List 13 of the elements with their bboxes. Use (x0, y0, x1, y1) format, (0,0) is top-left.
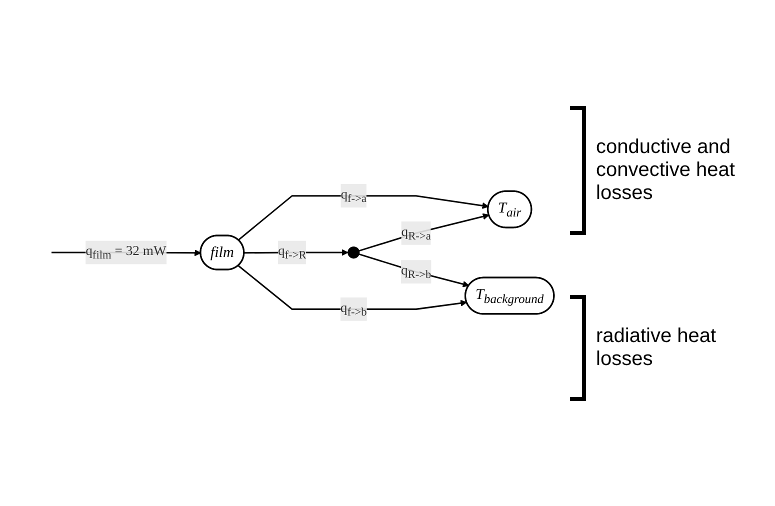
arrow (238, 266, 468, 310)
edge-label: q$_{R->a}$ (401, 224, 431, 243)
bracket-label: conductive and convective heat losses (570, 106, 760, 234)
node-circle (348, 246, 360, 260)
arrow (358, 214, 490, 252)
edge-label: q$_{f->b}$ (340, 300, 367, 319)
edge-label: q$_{R->b}$ (400, 262, 432, 282)
bracket-label: radiative heat losses (570, 294, 760, 400)
edge-label: q$_{f->R}$ (278, 243, 306, 262)
arrow (238, 196, 489, 242)
edge-label: q$_{film}$ = 32 mW (86, 243, 166, 262)
arrow (358, 254, 470, 288)
edge-label: q$_{f->a}$ (340, 186, 367, 206)
